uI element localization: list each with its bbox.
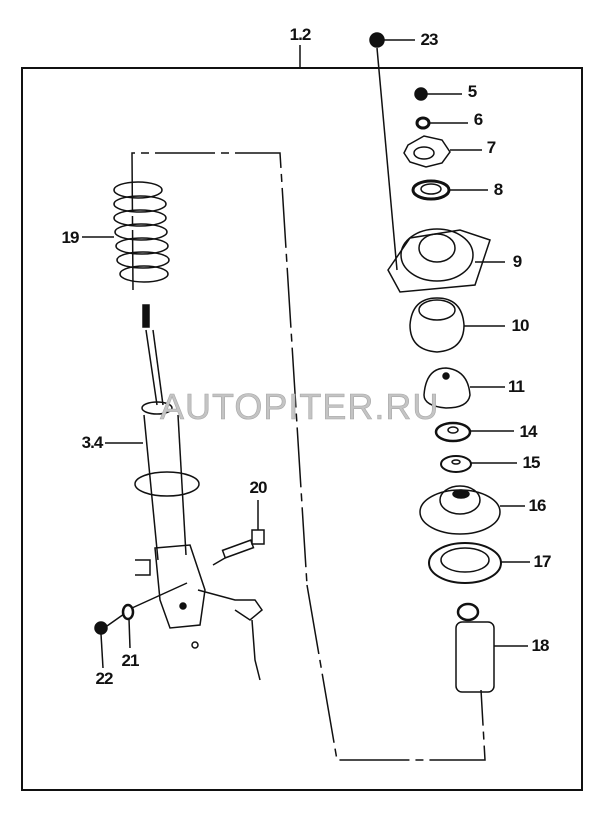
shock-absorber-3.4-icon [134, 304, 264, 681]
bolt-20-icon [221, 529, 265, 559]
washer-14-icon [434, 421, 472, 443]
callout-16[interactable]: 16 [528, 496, 547, 515]
callout-11[interactable]: 11 [508, 377, 525, 396]
watermark: AUTOPITER.RU [160, 386, 440, 428]
callout-17[interactable]: 17 [533, 552, 552, 571]
callout-6[interactable]: 6 [473, 110, 484, 129]
spring-group-line [131, 152, 308, 586]
callout-15[interactable]: 15 [522, 453, 541, 472]
strut-mount-9-icon [387, 229, 491, 293]
callout-19[interactable]: 19 [61, 228, 80, 247]
callout-22[interactable]: 22 [95, 669, 114, 688]
bump-stop-10-icon [409, 297, 465, 353]
callout-23[interactable]: 23 [420, 30, 439, 49]
dust-boot-18-icon [455, 621, 495, 693]
callout-7[interactable]: 7 [486, 138, 497, 157]
washer-6-icon [415, 116, 431, 130]
assembly-frame [21, 67, 583, 791]
coil-spring-19-icon [113, 181, 170, 283]
callout-5[interactable]: 5 [467, 82, 478, 101]
callout-21[interactable]: 21 [121, 651, 140, 670]
callout-18[interactable]: 18 [531, 636, 550, 655]
upper-group-line [306, 584, 486, 761]
callout-8[interactable]: 8 [493, 180, 504, 199]
washer-15-icon [440, 455, 472, 473]
nut-5-icon [414, 87, 428, 101]
callout-9[interactable]: 9 [512, 252, 523, 271]
callout-14[interactable]: 14 [519, 422, 538, 441]
callout-10[interactable]: 10 [511, 316, 530, 335]
washer-21-icon [121, 603, 135, 621]
callout-3-4[interactable]: 3.4 [81, 433, 104, 452]
spring-insulator-17-icon [428, 542, 502, 584]
nut23-leader [376, 47, 398, 271]
nut-22-icon [94, 621, 108, 635]
callout-20[interactable]: 20 [249, 478, 268, 497]
insulator-11-icon [423, 367, 471, 409]
callout-1-2: 1.2 [289, 25, 312, 44]
nut-23-icon [369, 32, 385, 48]
plate-7-icon [403, 135, 451, 168]
